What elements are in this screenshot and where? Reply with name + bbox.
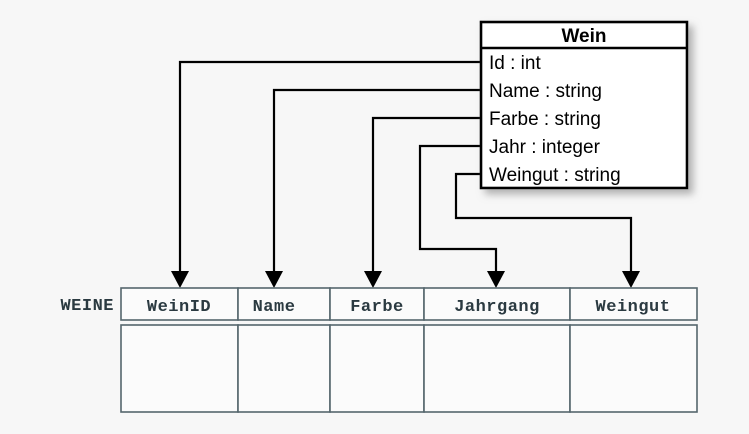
connector-weingut bbox=[454, 172, 640, 288]
connector-path-jahr bbox=[418, 144, 498, 277]
connector-path-weingut bbox=[454, 172, 633, 277]
arrow-head-name bbox=[265, 271, 283, 288]
table-body-cell-weinid bbox=[120, 324, 239, 413]
class-attribute-weingut: Weingut : string bbox=[489, 165, 621, 186]
table-header-label-name: Name bbox=[253, 298, 296, 317]
table-header-label-farbe: Farbe bbox=[350, 298, 404, 317]
relational-table: WEINE WeinID Name Farbe Jahrgang Weingut bbox=[60, 287, 698, 413]
class-attribute-name: Name : string bbox=[489, 81, 602, 102]
table-body-cell-weingut bbox=[569, 324, 698, 413]
class-attribute-farbe: Farbe : string bbox=[489, 109, 601, 130]
connector-id bbox=[171, 60, 481, 288]
class-box-frame bbox=[479, 20, 689, 190]
connector-jahr bbox=[418, 144, 505, 288]
table-body-cell-name bbox=[237, 324, 331, 413]
table-header-label-jahrgang: Jahrgang bbox=[454, 298, 540, 317]
arrow-head-weinid bbox=[171, 271, 189, 288]
table-name-label: WEINE bbox=[60, 297, 114, 316]
connector-lines-layer bbox=[171, 60, 640, 288]
arrow-head-weingut bbox=[622, 271, 640, 288]
table-header-label-weinid: WeinID bbox=[147, 298, 211, 317]
connector-path-name bbox=[272, 88, 481, 277]
connector-name bbox=[265, 88, 481, 288]
connector-path-id bbox=[178, 60, 481, 277]
arrow-head-farbe bbox=[364, 271, 382, 288]
connector-path-farbe bbox=[371, 116, 481, 277]
table-header-cell-weingut bbox=[569, 287, 698, 321]
class-name-label: Wein bbox=[561, 26, 606, 47]
class-attribute-id: Id : int bbox=[489, 53, 541, 74]
table-header-label-weingut: Weingut bbox=[596, 298, 671, 317]
class-attribute-jahr: Jahr : integer bbox=[489, 137, 601, 158]
table-body-cell-jahrgang bbox=[423, 324, 571, 413]
arrow-head-jahrgang bbox=[487, 271, 505, 288]
table-body-cell-farbe bbox=[329, 324, 425, 413]
connector-farbe bbox=[364, 116, 481, 288]
